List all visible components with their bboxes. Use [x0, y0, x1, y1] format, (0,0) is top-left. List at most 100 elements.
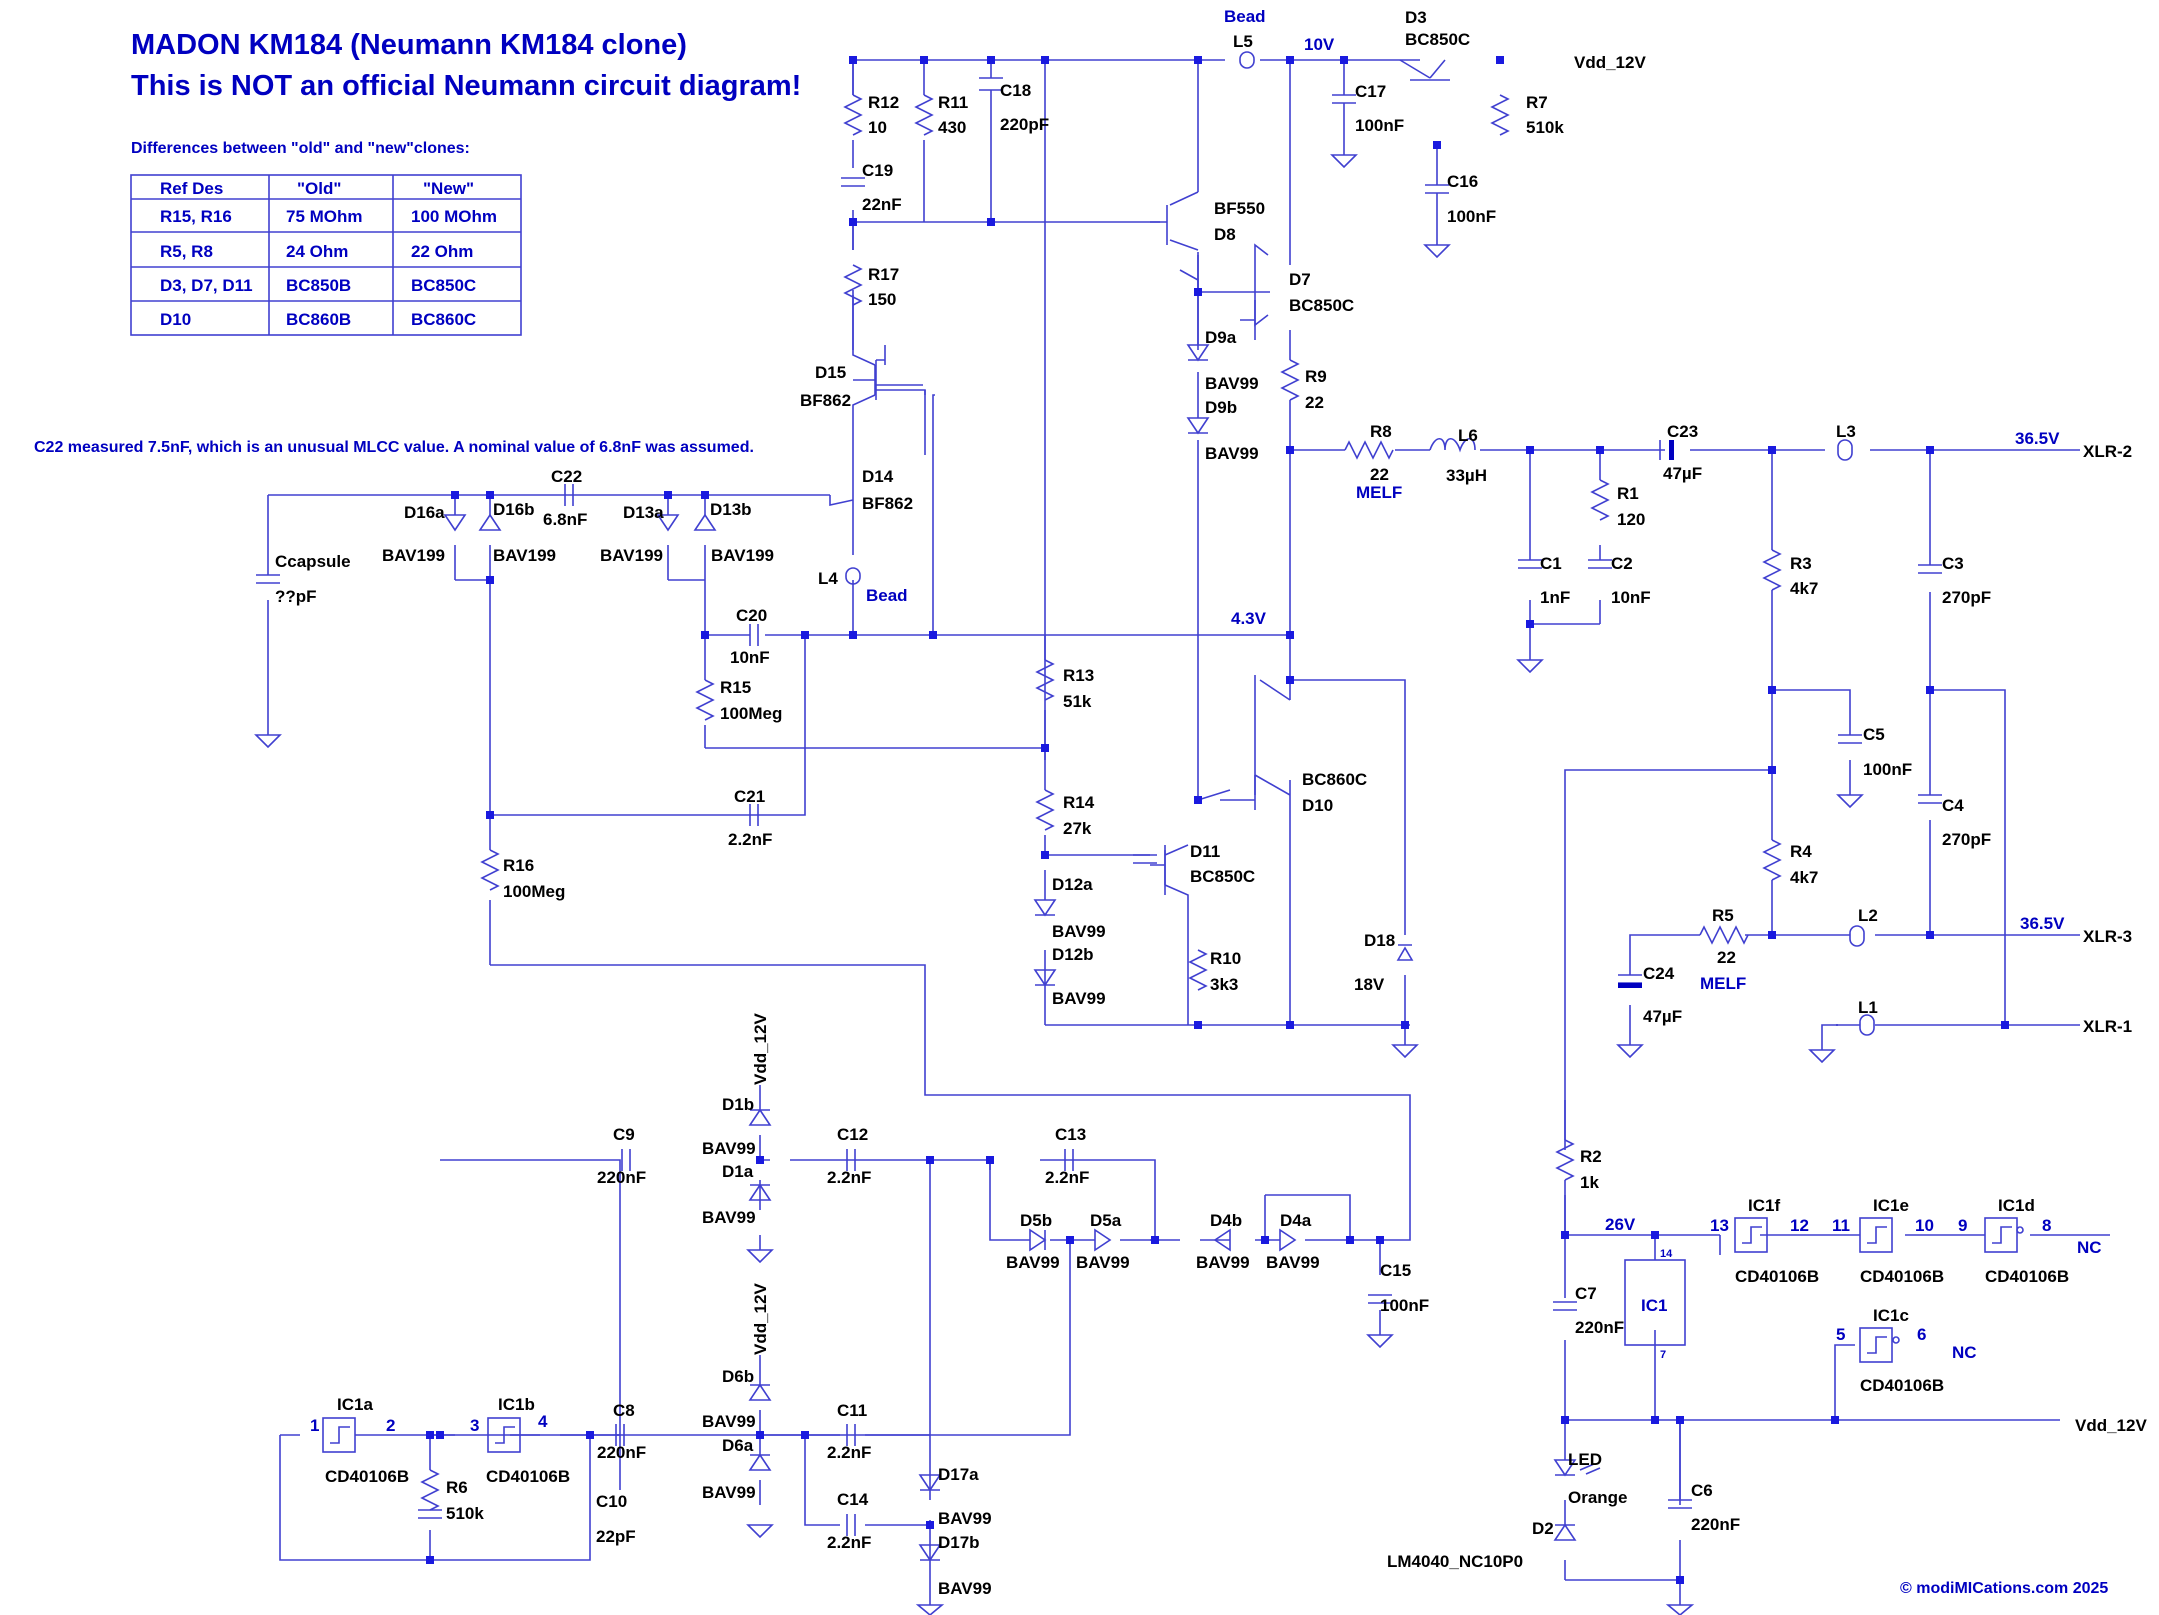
net-label: Vdd_12V: [1574, 53, 1646, 72]
ref-label: D17b: [938, 1533, 980, 1552]
resistor-r8: [1344, 440, 1394, 460]
value-label: 1nF: [1540, 588, 1570, 607]
value-label: 22: [1717, 948, 1736, 967]
ref-label: D6b: [722, 1367, 754, 1386]
net-label: NC: [1952, 1343, 1977, 1362]
value-label: BAV99: [1076, 1253, 1130, 1272]
ref-label: IC1f: [1748, 1196, 1780, 1215]
ref-label: L3: [1836, 422, 1856, 441]
net-label: XLR-1: [2083, 1017, 2132, 1036]
ref-label: C9: [613, 1125, 635, 1144]
resistor-r5: [1699, 925, 1749, 945]
ref-label: R13: [1063, 666, 1094, 685]
ref-label: BF550: [1214, 199, 1265, 218]
net-label: XLR-3: [2083, 927, 2132, 946]
ref-label: C19: [862, 161, 893, 180]
value-label: BAV99: [938, 1509, 992, 1528]
net-label: Bead: [866, 586, 908, 605]
c22-note: C22 measured 7.5nF, which is an unusual …: [34, 439, 754, 456]
ref-label: C5: [1863, 725, 1885, 744]
value-label: 220nF: [597, 1168, 646, 1187]
value-label: LM4040_NC10P0: [1387, 1552, 1523, 1571]
copyright: © modiMICations.com 2025: [1900, 1580, 2108, 1597]
resistor-r15: [695, 679, 715, 721]
ref-label: R3: [1790, 554, 1812, 573]
ref-label: D5b: [1020, 1211, 1052, 1230]
svg-text:1: 1: [310, 1416, 319, 1435]
value-label: 22nF: [862, 195, 902, 214]
resistor-r7: [1490, 94, 1510, 136]
ref-label: D13a: [623, 503, 664, 522]
table-cell: 22 Ohm: [411, 242, 473, 261]
value-label: BAV99: [1006, 1253, 1060, 1272]
value-label: BAV99: [1266, 1253, 1320, 1272]
ref-label: D16b: [493, 500, 535, 519]
svg-text:7: 7: [1660, 1349, 1666, 1361]
svg-text:4: 4: [538, 1412, 548, 1431]
value-label: BAV199: [600, 546, 663, 565]
resistor-r13: [1035, 659, 1055, 701]
ground-symbols: [254, 154, 1864, 1615]
ref-label: D12b: [1052, 945, 1094, 964]
value-label: 10nF: [730, 648, 770, 667]
component-labels: R12 10 R11 430 C18 220pF C19 22nF R17 15…: [275, 8, 2069, 1598]
net-label: 26V: [1605, 1215, 1636, 1234]
net-label: MELF: [1356, 483, 1402, 502]
ref-label: C17: [1355, 82, 1386, 101]
value-label: 150: [868, 290, 896, 309]
table-cell: BC850B: [286, 276, 351, 295]
ref-label: IC1: [1641, 1296, 1667, 1315]
ref-label: L4: [818, 569, 838, 588]
value-label: BC850C: [1289, 296, 1354, 315]
ref-label: C3: [1942, 554, 1964, 573]
value-label: 47µF: [1663, 464, 1702, 483]
ref-label: R1: [1617, 484, 1639, 503]
svg-text:14: 14: [1660, 1248, 1673, 1260]
inductor-symbols: [845, 51, 1875, 1036]
diff-heading: Differences between "old" and "new"clone…: [131, 140, 470, 157]
value-label: BAV99: [702, 1483, 756, 1502]
ref-label: C10: [596, 1492, 627, 1511]
value-label: 33µH: [1446, 466, 1487, 485]
table-cell: 24 Ohm: [286, 242, 348, 261]
ref-label: D13b: [710, 500, 752, 519]
ref-label: R16: [503, 856, 534, 875]
value-label: 22: [1370, 465, 1389, 484]
ref-label: C11: [837, 1401, 867, 1420]
ref-label: IC1a: [337, 1395, 373, 1414]
resistor-r11: [914, 94, 934, 136]
value-label: 27k: [1063, 819, 1092, 838]
ref-label: R7: [1526, 93, 1548, 112]
value-label: 10nF: [1611, 588, 1651, 607]
svg-text:8: 8: [2042, 1216, 2051, 1235]
ref-label: R9: [1305, 367, 1327, 386]
symbols: [254, 51, 2024, 1615]
ref-label: R17: [868, 265, 899, 284]
value-label: 2.2nF: [728, 830, 772, 849]
ref-label: D5a: [1090, 1211, 1122, 1230]
value-label: CD40106B: [486, 1467, 570, 1486]
value-label: BAV99: [1196, 1253, 1250, 1272]
ref-label: IC1d: [1998, 1196, 2035, 1215]
svg-text:12: 12: [1790, 1216, 1809, 1235]
resistor-r10: [1188, 949, 1208, 991]
net-label: 10V: [1304, 35, 1335, 54]
resistor-r4: [1762, 839, 1782, 881]
ref-label: R11: [938, 93, 968, 112]
resistor-r6: [420, 1469, 440, 1511]
ref-label: R10: [1210, 949, 1241, 968]
value-label: BF862: [862, 494, 913, 513]
capacitor-symbols: [256, 60, 1942, 1536]
ref-label: D17a: [938, 1465, 979, 1484]
net-label: 36.5V: [2015, 429, 2060, 448]
value-label: BAV99: [1205, 444, 1259, 463]
ref-label: D15: [815, 363, 846, 382]
ref-label: D9a: [1205, 328, 1237, 347]
ref-label: D18: [1364, 931, 1395, 950]
ref-label: IC1e: [1873, 1196, 1909, 1215]
table-cell: R5, R8: [160, 242, 213, 261]
value-label: 100Meg: [720, 704, 782, 723]
svg-text:2: 2: [386, 1416, 395, 1435]
value-label: 51k: [1063, 692, 1092, 711]
